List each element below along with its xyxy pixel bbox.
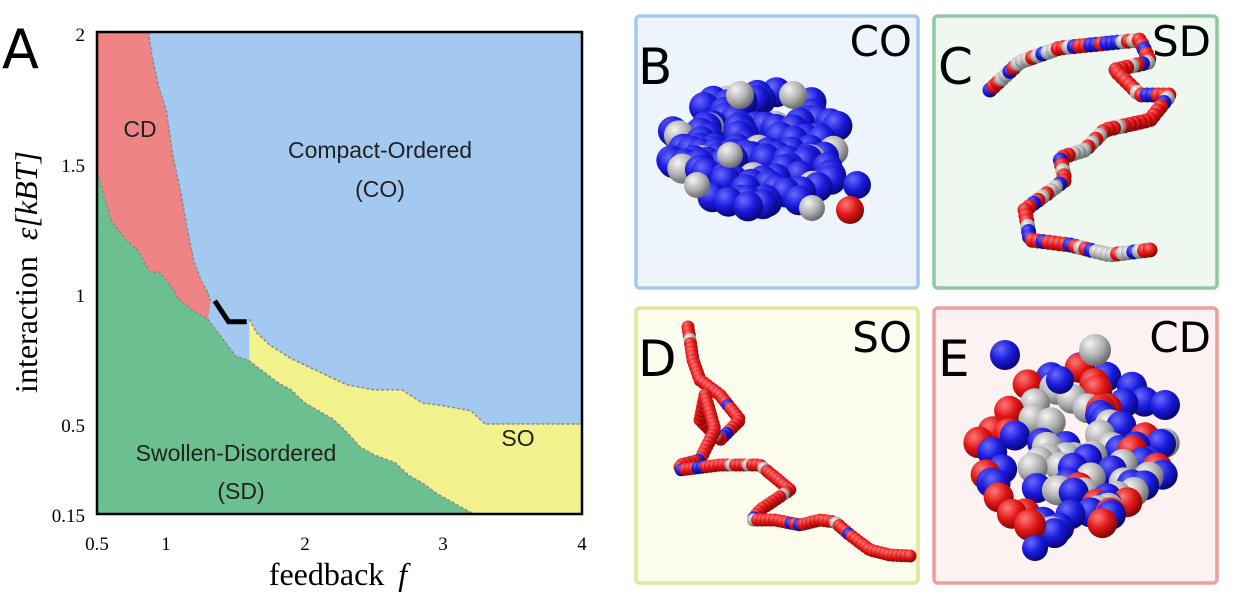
blue-bead [999, 420, 1030, 451]
y-tick-label: 1 [76, 286, 86, 307]
panel-letter-a: A [2, 18, 39, 81]
region-label-cd: CD [123, 116, 156, 142]
gray-bead [726, 81, 754, 109]
x-tick-label: 2 [300, 534, 310, 555]
panel-letter-e: E [938, 330, 970, 388]
polymer-beads-compact-ordered [656, 77, 871, 224]
region-label-sd-abbr: (SD) [217, 478, 264, 504]
polymer-beads-swollen-ordered [673, 320, 917, 563]
y-tick-label: 0.5 [61, 416, 85, 437]
red-bead [994, 395, 1025, 426]
region-so [249, 319, 582, 514]
x-axis-title: feedback f [269, 556, 411, 592]
y-tick-label: 1.5 [61, 156, 85, 177]
region-label-co-abbr: (CO) [355, 176, 405, 202]
boundary-so [248, 318, 582, 425]
gray-bead [1079, 334, 1111, 366]
panel-d: D SO [634, 306, 920, 585]
boundary-sd [96, 170, 475, 515]
region-sd [97, 170, 474, 515]
gray-bead [799, 195, 825, 221]
blue-bead [843, 171, 871, 199]
gray-bead [684, 172, 710, 198]
y-tick-label: 0.15 [52, 506, 85, 527]
blue-bead [1039, 518, 1070, 549]
region-label-co: Compact-Ordered [288, 137, 472, 163]
x-tick-label: 0.5 [85, 534, 109, 555]
region-label-sd: Swollen-Disordered [136, 440, 337, 466]
x-axis-title-main: feedback [269, 556, 384, 592]
red-bead [1142, 242, 1158, 258]
blue-bead [1022, 535, 1048, 561]
region-cd [97, 32, 211, 320]
boundary-cd [147, 31, 212, 302]
blue-bead [733, 191, 763, 222]
red-bead [836, 196, 864, 224]
panel-letter-c: C [938, 38, 973, 96]
panel-c: C SD [932, 14, 1219, 290]
red-bead [1014, 509, 1046, 541]
x-tick-label: 4 [577, 534, 587, 555]
transition-marker [212, 299, 247, 325]
panel-a: A Compact-Ordered (CO) CD Swollen-Disord… [2, 18, 587, 592]
x-axis-title-symbol: f [398, 556, 411, 592]
phase-diagram: Compact-Ordered (CO) CD Swollen-Disorder… [95, 30, 584, 516]
panel-e: E CD [932, 306, 1219, 585]
y-tick-labels: 2 1.5 1 0.5 0.15 [52, 25, 85, 527]
blue-bead [1150, 390, 1180, 420]
panel-tag-so: SO [852, 313, 912, 362]
panel-tag-co: CO [850, 17, 912, 66]
red-bead [1087, 508, 1118, 539]
red-bead [903, 549, 917, 563]
panel-d-frame [634, 306, 920, 585]
plot-frame [95, 30, 584, 516]
x-tick-label: 1 [161, 534, 171, 555]
blue-bead [1058, 477, 1089, 508]
blue-bead [990, 340, 1020, 370]
y-axis-title-symbol: ε[kBT] [8, 151, 44, 240]
polymer-beads-swollen-disordered [982, 32, 1177, 263]
panel-b: B CO [634, 14, 920, 290]
panel-letter-b: B [638, 38, 672, 96]
panel-tag-sd: SD [1152, 17, 1211, 66]
gray-bead [717, 142, 743, 168]
panel-tag-cd: CD [1149, 313, 1211, 362]
y-axis-title: interaction ε[kBT] [8, 151, 44, 393]
y-axis-title-main: interaction [8, 256, 44, 393]
panel-letter-d: D [638, 330, 677, 388]
x-tick-labels: 0.5 1 2 3 4 [85, 534, 587, 555]
gray-bead [779, 81, 807, 109]
x-tick-label: 3 [438, 534, 448, 555]
region-label-so: SO [501, 425, 534, 451]
y-tick-label: 2 [76, 25, 86, 46]
blue-bead [1046, 366, 1074, 394]
polymer-beads-compact-disordered [963, 334, 1180, 561]
